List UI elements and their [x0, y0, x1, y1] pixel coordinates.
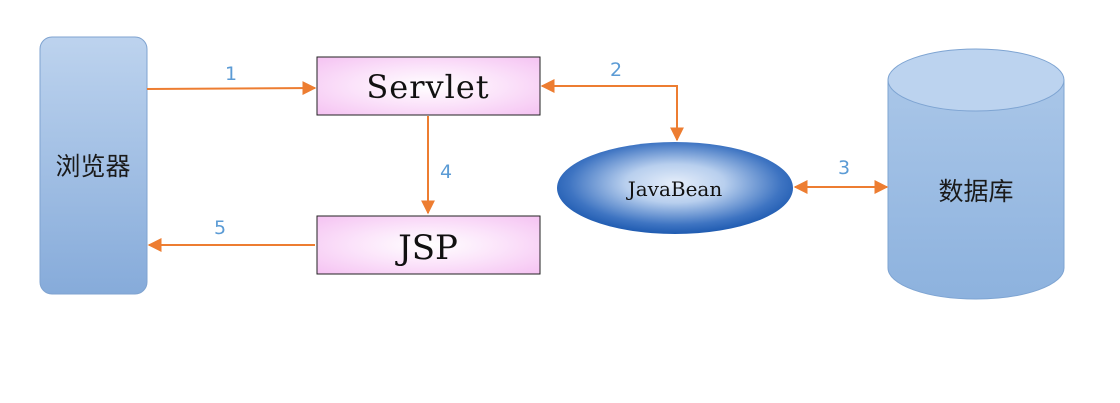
- step-label-5: 5: [214, 217, 226, 239]
- servlet-box: [316, 56, 541, 116]
- jsp-node: JSP: [316, 215, 541, 275]
- database-cylinder-body: [887, 79, 1065, 300]
- javabean-node: JavaBean: [557, 142, 793, 234]
- step-label-1: 1: [225, 63, 237, 85]
- arrow-step-2: [540, 79, 684, 142]
- servlet-label: Servlet: [366, 68, 489, 106]
- step-label-2: 2: [610, 59, 622, 81]
- database-label: 数据库: [938, 177, 1013, 206]
- database-cylinder-top: [887, 48, 1065, 112]
- browser-node: 浏览器: [39, 36, 148, 295]
- step-label-3: 3: [838, 157, 850, 179]
- browser-label: 浏览器: [55, 152, 130, 181]
- browser-box: [39, 36, 148, 295]
- arrow-step-1: [146, 81, 317, 96]
- step-label-4: 4: [440, 161, 452, 183]
- servlet-node: Servlet: [316, 56, 541, 116]
- jsp-box: [316, 215, 541, 275]
- jsp-label: JSP: [395, 228, 458, 268]
- javabean-ellipse: [557, 142, 793, 234]
- connectors: [146, 79, 889, 252]
- step-labels: 1 2 3 4 5: [214, 59, 850, 239]
- javabean-label: JavaBean: [626, 177, 723, 201]
- database-node: 数据库: [887, 48, 1065, 300]
